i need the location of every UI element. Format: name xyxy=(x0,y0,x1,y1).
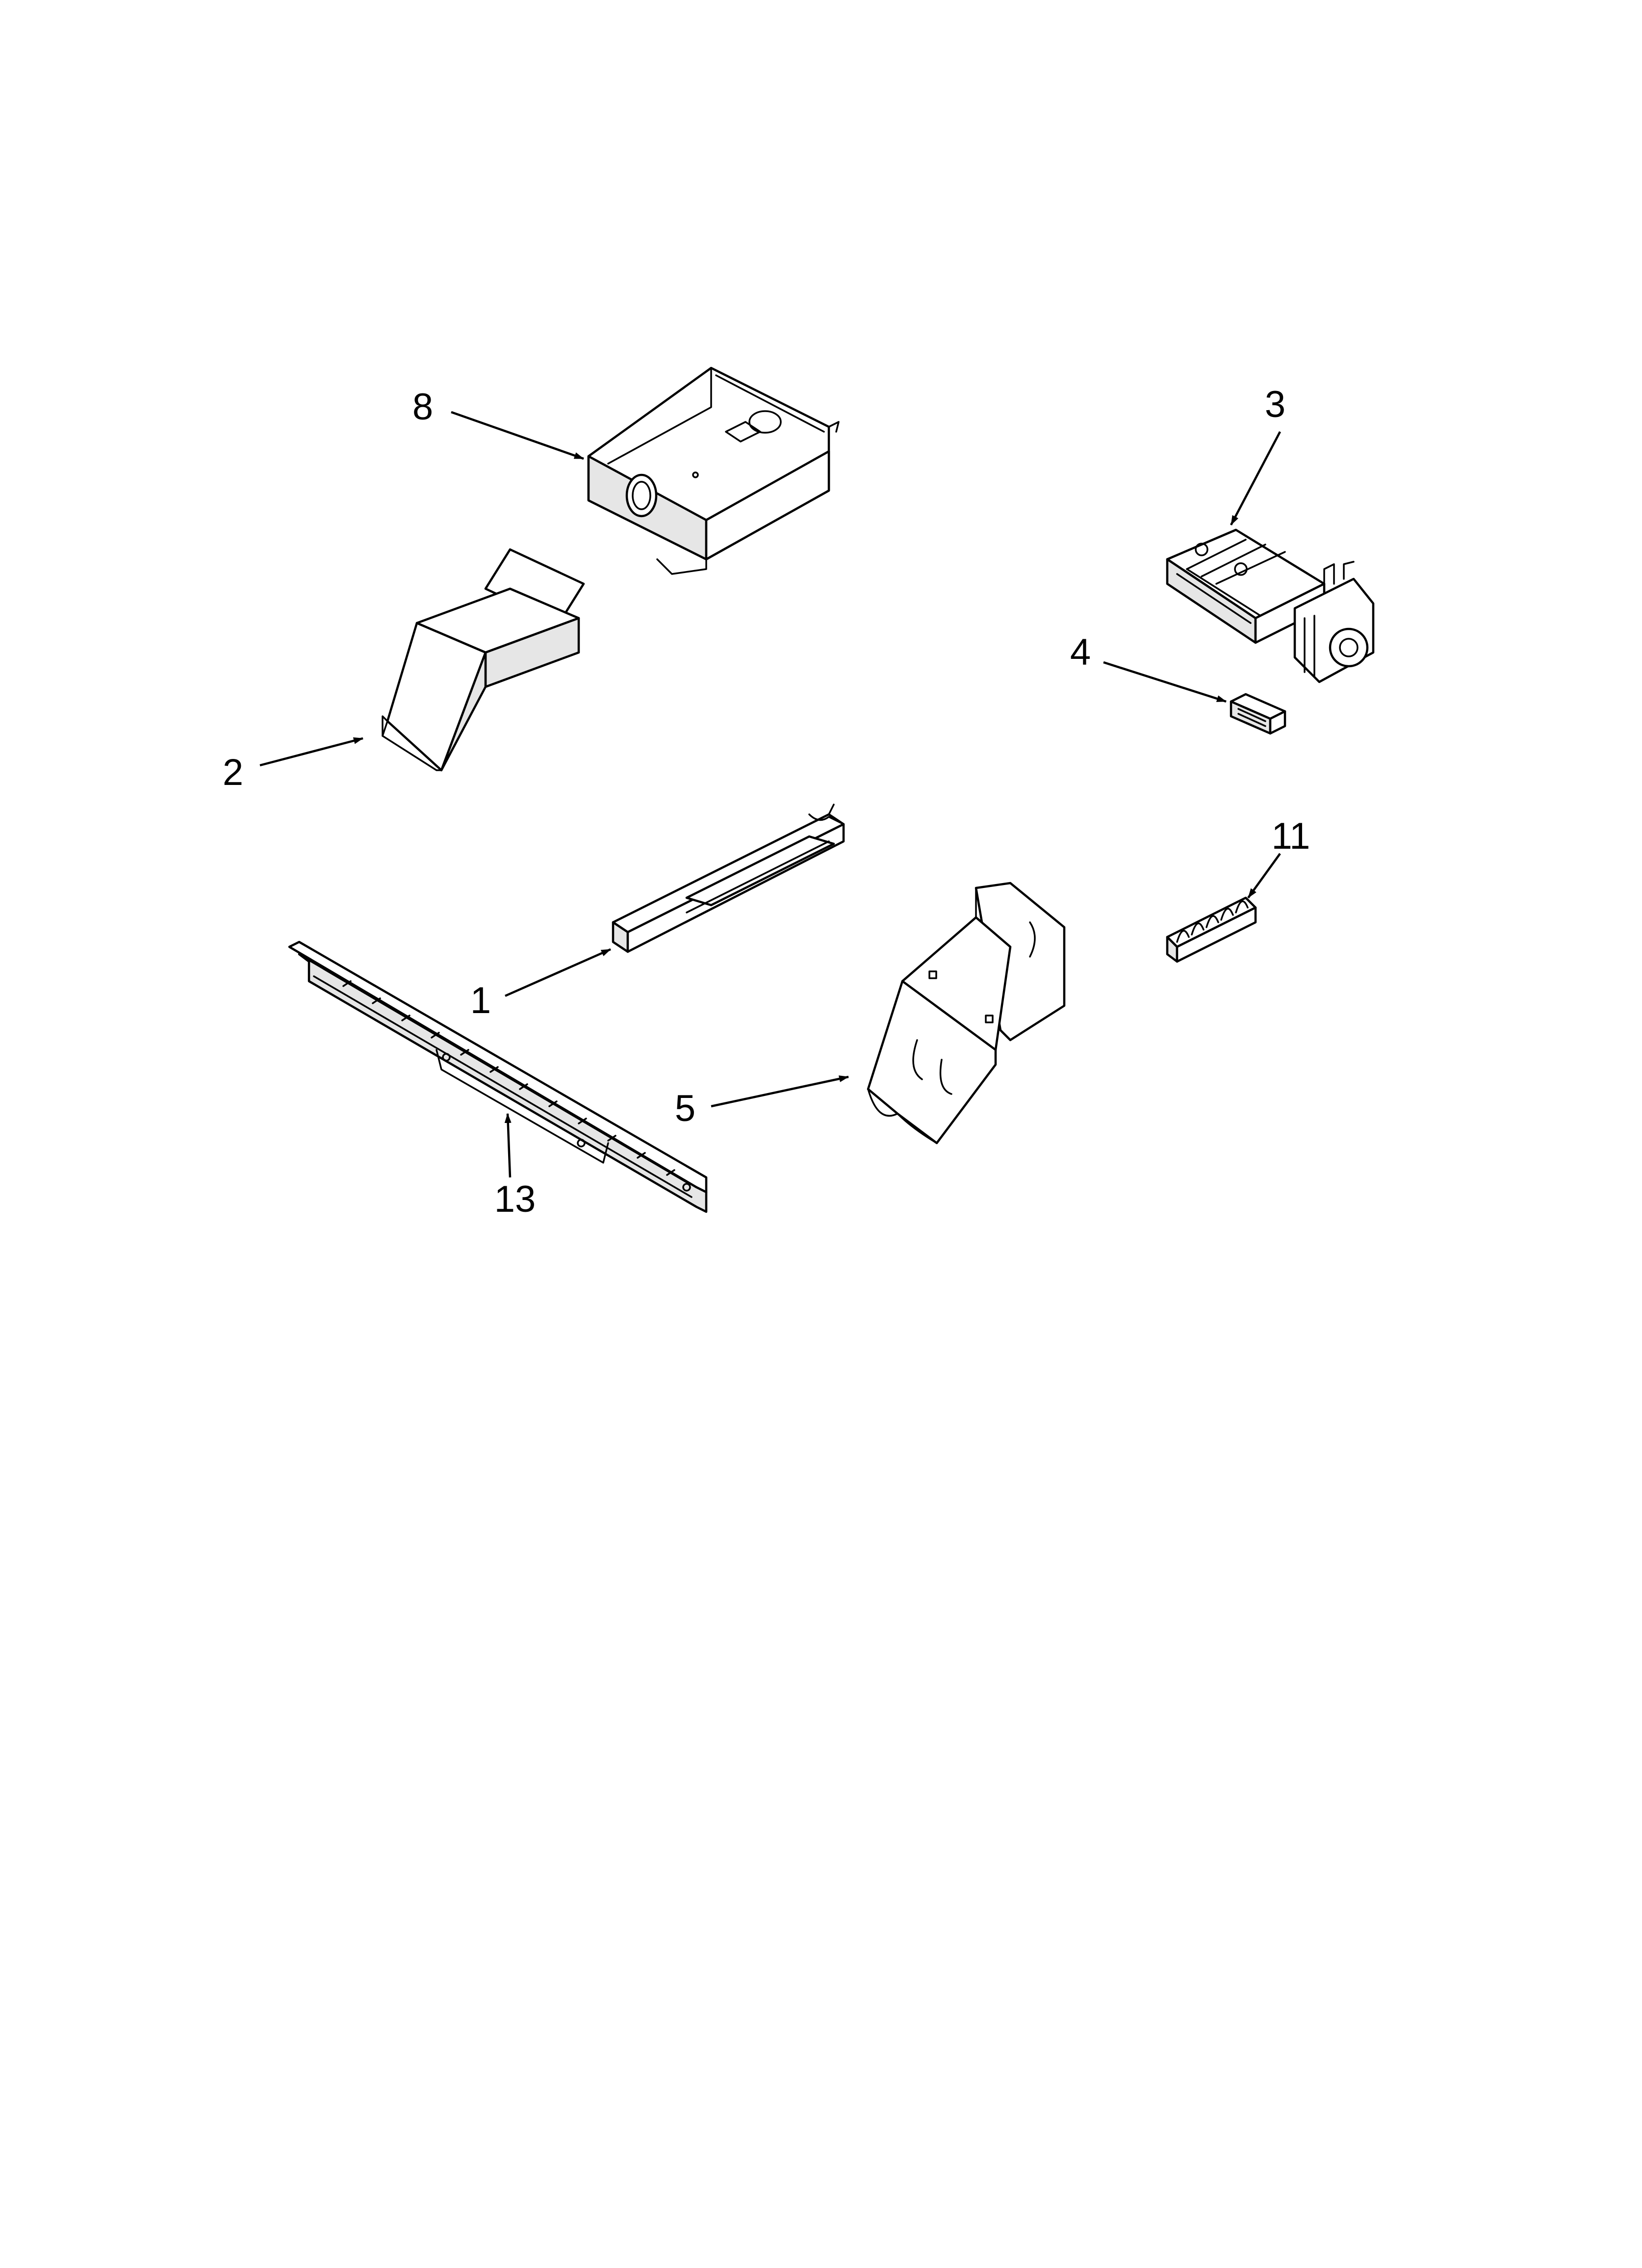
callout-11: 11 xyxy=(1272,815,1310,857)
part-11-terminal-block xyxy=(1166,896,1257,963)
leader-2 xyxy=(259,737,363,767)
leader-4 xyxy=(1103,661,1227,703)
part-13-rail xyxy=(288,940,708,1213)
part-2-duct xyxy=(382,548,585,772)
leader-11 xyxy=(1247,853,1281,899)
callout-2: 2 xyxy=(223,752,243,793)
part-5-shield xyxy=(867,882,1066,1145)
leader-5 xyxy=(711,1075,849,1108)
callout-labels: 8 3 4 2 11 1 5 13 xyxy=(223,384,1310,1220)
leader-13 xyxy=(504,1113,512,1178)
callout-4: 4 xyxy=(1070,631,1091,673)
callout-5: 5 xyxy=(675,1088,695,1129)
part-3-switch-assembly xyxy=(1166,528,1375,683)
part-8-box xyxy=(587,366,840,575)
leader-lines xyxy=(259,411,1281,1178)
leader-8 xyxy=(451,411,584,460)
callout-13: 13 xyxy=(494,1178,536,1220)
callout-8: 8 xyxy=(412,386,433,428)
leader-1 xyxy=(505,948,611,997)
callout-1: 1 xyxy=(470,980,491,1021)
leader-3 xyxy=(1230,431,1281,526)
part-4-connector xyxy=(1230,693,1286,735)
part-1-channel-bracket xyxy=(612,804,845,953)
callout-3: 3 xyxy=(1265,384,1285,425)
